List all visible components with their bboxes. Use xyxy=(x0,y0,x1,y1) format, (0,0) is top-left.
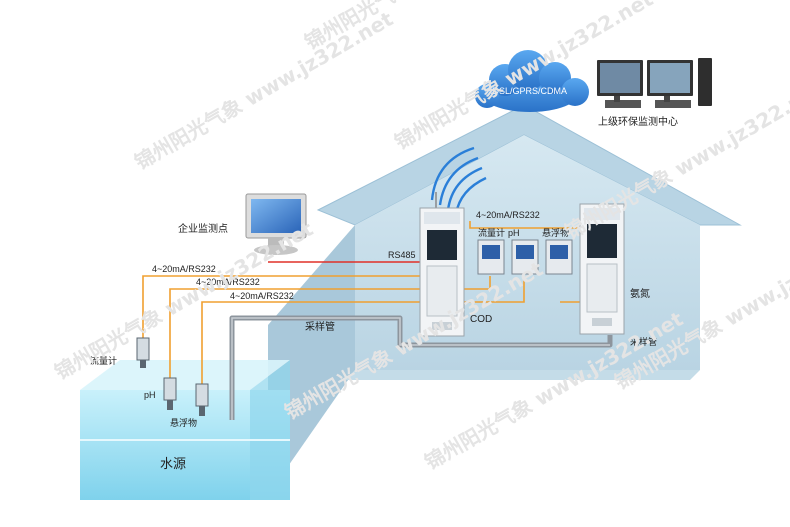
water-tank xyxy=(80,360,290,500)
panel-flow-label: 流量计 xyxy=(478,227,505,238)
watermark: 锦州阳光气象 www.jz322.net xyxy=(131,6,398,174)
ammonia-label: 氨氮 xyxy=(630,287,650,300)
sampling-pipe-right-label: 采样管 xyxy=(630,336,657,347)
panel-ph-label: pH xyxy=(508,228,520,238)
upper-center-computer xyxy=(597,58,712,108)
link-2-label: 4~20mA/RS232 xyxy=(196,277,260,287)
link-1-label: 4~20mA/RS232 xyxy=(152,264,216,274)
house-base-front xyxy=(345,370,700,380)
link-3-label: 4~20mA/RS232 xyxy=(230,291,294,301)
ammonia-cabinet xyxy=(579,203,625,335)
upper-center-label: 上级环保监测中心 xyxy=(598,115,678,128)
enterprise-computer xyxy=(245,193,307,255)
sensor-flow-label: 流量计 xyxy=(90,355,117,366)
cloud-label: xDSL/GPRS/CDMA xyxy=(488,86,567,96)
sensor-flow-probe xyxy=(136,337,150,361)
sensor-ph-label: pH xyxy=(144,390,156,400)
sensors xyxy=(136,337,209,416)
meter-panels xyxy=(477,239,573,275)
cloud xyxy=(475,50,589,112)
cod-label: COD xyxy=(470,314,492,325)
sensor-ss-probe xyxy=(195,383,209,407)
cod-cabinet xyxy=(419,207,465,337)
water-source-label: 水源 xyxy=(160,456,186,471)
cable-flow xyxy=(142,275,432,340)
enterprise-point-label: 企业监测点 xyxy=(178,222,228,235)
sampling-pipe-main-label: 采样管 xyxy=(305,320,335,333)
panel-ss-label: 悬浮物 xyxy=(542,227,569,238)
water-top xyxy=(80,360,290,390)
water-side xyxy=(250,360,290,500)
sensor-ph-probe xyxy=(163,377,177,401)
sensor-ss-label: 悬浮物 xyxy=(170,417,197,428)
link-top-label: 4~20mA/RS232 xyxy=(476,210,540,220)
water-front xyxy=(80,390,290,500)
rs485-label: RS485 xyxy=(388,250,416,260)
